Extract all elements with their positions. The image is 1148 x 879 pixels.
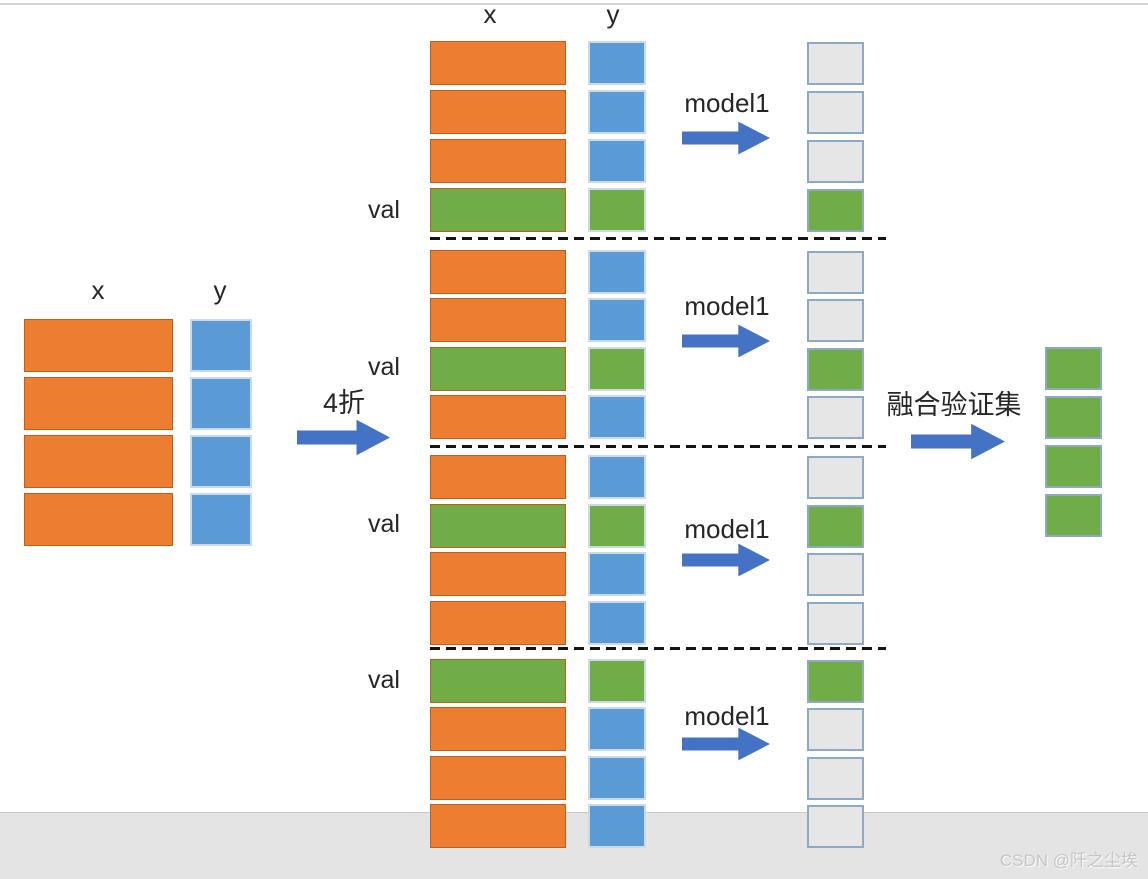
fold-3-val-label: val [368,510,400,538]
fold-1-model-arrow-icon [682,121,770,155]
fold-1-y-cell [588,188,646,232]
fold-4-val-label: val [368,666,400,694]
fold-3-x-cell [430,552,566,596]
left-y-cell [190,435,252,488]
left-y-column-label: y [213,275,227,305]
fold-2-y-cell [588,395,646,439]
footer-band [0,812,1148,879]
left-x-cell [24,319,173,372]
fold-4-x-cell [430,659,566,703]
fold-1-model-label: model1 [684,88,770,118]
fold-3-x-cell [430,601,566,645]
left-y-cell [190,493,252,546]
fold-3-output-cell [807,505,864,548]
fold-separator-2 [430,445,886,448]
split-arrow-icon [297,419,390,456]
fold-2-x-cell [430,395,566,439]
fold-3-output-cell [807,456,864,499]
merged-validation-cell [1045,494,1102,537]
fold-4-y-cell [588,659,646,703]
fold-1-x-cell [430,41,566,85]
fold-2-y-cell [588,298,646,342]
fold-4-x-cell [430,756,566,800]
fold-2-model-label: model1 [684,291,770,321]
fold-1-x-cell [430,188,566,232]
fold-1-output-cell [807,189,864,232]
fold-separator-3 [430,647,886,650]
merged-validation-cell [1045,396,1102,439]
fold-2-output-cell [807,396,864,439]
fold-3-y-cell [588,552,646,596]
fold-4-output-cell [807,805,864,848]
fold-3-model-arrow-icon [682,543,770,577]
fold-4-output-cell [807,708,864,751]
fold-4-x-cell [430,707,566,751]
fold-1-val-label: val [368,196,400,224]
fold-4-y-cell [588,804,646,848]
fold-2-output-cell [807,299,864,342]
fold-3-x-cell [430,455,566,499]
fold-4-x-cell [430,804,566,848]
fold-3-model-label: model1 [684,514,770,544]
fold-2-x-cell [430,250,566,294]
fold-1-output-cell [807,140,864,183]
fold-3-y-cell [588,455,646,499]
mid-x-column-label: x [483,0,497,29]
fold-1-y-cell [588,41,646,85]
fold-1-x-cell [430,139,566,183]
fold-3-y-cell [588,504,646,548]
fold-3-y-cell [588,601,646,645]
fold-1-x-cell [430,90,566,134]
fold-3-output-cell [807,602,864,645]
watermark: CSDN @阡之尘埃 [999,851,1138,870]
mid-y-column-label: y [606,0,620,29]
merge-arrow-label: 融合验证集 [886,390,1022,420]
merge-arrow-icon [911,423,1005,460]
left-y-cell [190,319,252,372]
fold-3-output-cell [807,553,864,596]
fold-2-y-cell [588,347,646,391]
fold-4-model-label: model1 [684,701,770,731]
fold-2-output-cell [807,251,864,294]
fold-1-output-cell [807,91,864,134]
fold-2-val-label: val [368,353,400,381]
merged-validation-cell [1045,347,1102,390]
left-y-cell [190,377,252,430]
fold-1-output-cell [807,42,864,85]
fold-2-x-cell [430,347,566,391]
fold-2-model-arrow-icon [682,324,770,358]
fold-2-x-cell [430,298,566,342]
fold-3-x-cell [430,504,566,548]
fold-4-y-cell [588,756,646,800]
left-x-cell [24,435,173,488]
split-arrow-label: 4折 [322,388,366,418]
fold-2-y-cell [588,250,646,294]
fold-4-model-arrow-icon [682,727,770,761]
fold-2-output-cell [807,348,864,391]
left-x-cell [24,377,173,430]
fold-separator-1 [430,237,886,240]
left-x-cell [24,493,173,546]
merged-validation-cell [1045,445,1102,488]
fold-4-output-cell [807,660,864,703]
fold-1-y-cell [588,90,646,134]
top-divider [0,3,1148,5]
fold-4-output-cell [807,757,864,800]
fold-4-y-cell [588,707,646,751]
fold-1-y-cell [588,139,646,183]
left-x-column-label: x [91,275,105,305]
